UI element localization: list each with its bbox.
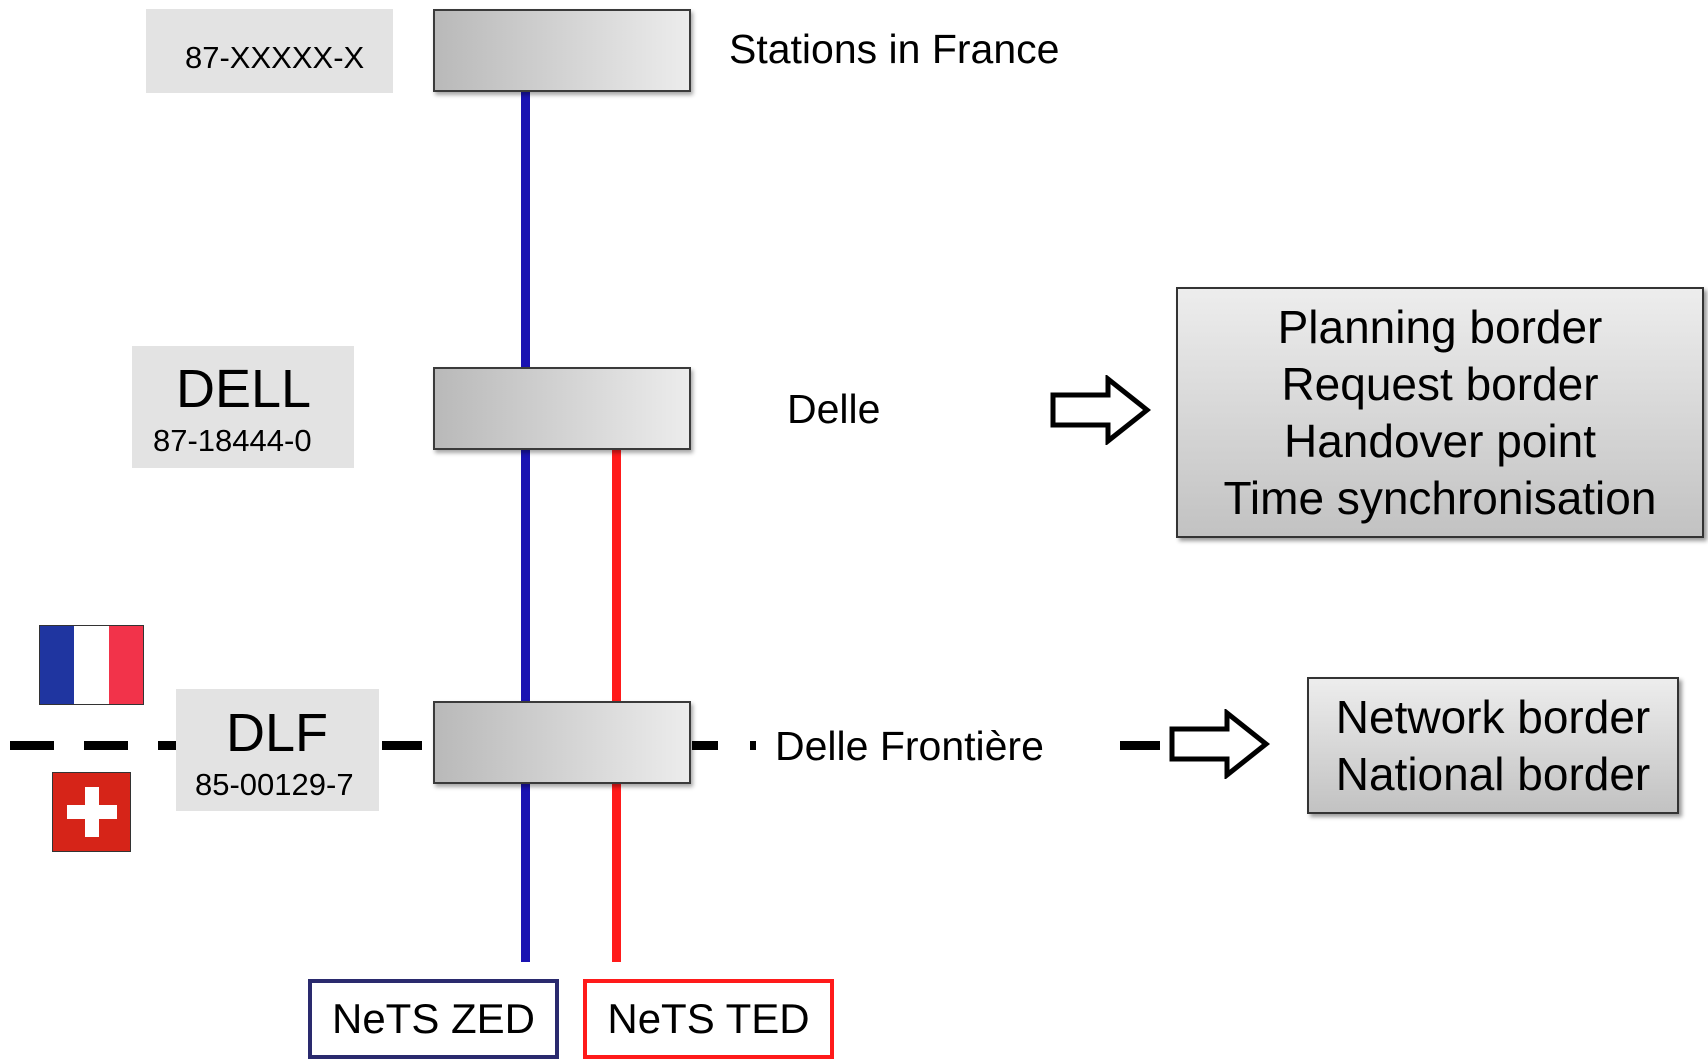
france-code-box [146, 9, 393, 93]
france-station-box [433, 9, 691, 92]
france-flag-icon [39, 625, 144, 705]
info-line: Planning border [1277, 300, 1603, 353]
switzerland-flag-icon [52, 772, 131, 852]
delle-code-box [132, 346, 354, 468]
info-line: National border [1335, 747, 1651, 800]
info-line: Handover point [1284, 414, 1596, 467]
right-arrow-outline-icon [1169, 709, 1271, 779]
nets-zed-label: NeTS ZED [308, 979, 559, 1059]
delle-station-box [433, 367, 691, 450]
dlf-station-code: 85-00129-7 [195, 767, 354, 802]
right-arrow-outline-icon [1050, 375, 1152, 445]
dlf-station-box [433, 701, 691, 784]
delle-abbreviation: DELL [176, 359, 312, 419]
info-line: Network border [1335, 690, 1651, 743]
dlf-station-name: Delle Frontière [775, 723, 1044, 769]
dlf-code-box [176, 689, 379, 811]
france-station-code: 87-XXXXX-X [185, 40, 365, 75]
dlf-abbreviation: DLF [226, 703, 329, 763]
france-station-name: Stations in France [729, 26, 1060, 72]
frontiere-info-box: Network border National border [1307, 677, 1679, 814]
info-line: Time synchronisation [1223, 471, 1657, 524]
delle-info-box: Planning border Request border Handover … [1176, 287, 1704, 538]
delle-station-code: 87-18444-0 [153, 423, 312, 458]
nets-ted-label: NeTS TED [583, 979, 834, 1059]
nets-zed-line [521, 90, 530, 962]
delle-station-name: Delle [787, 386, 881, 432]
info-line: Request border [1281, 357, 1599, 410]
